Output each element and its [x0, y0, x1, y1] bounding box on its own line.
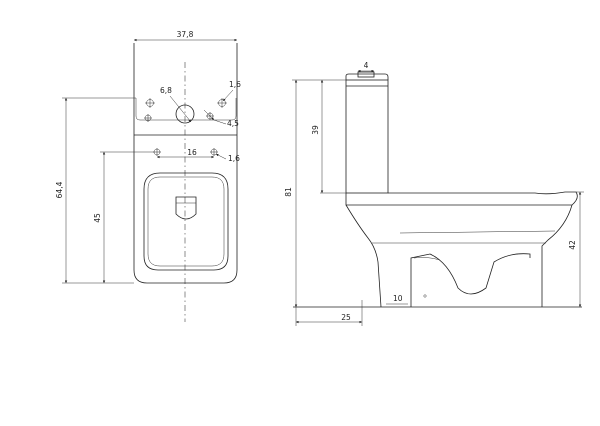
- outlet-dia-leader: [169, 95, 192, 123]
- outlet-center-label: 25: [341, 313, 351, 322]
- fixing-hole: [210, 148, 218, 156]
- fixing-hole: [153, 148, 161, 156]
- fixing-dia-bottom-label: 1,6: [228, 154, 240, 163]
- outlet-distance-label: 45: [93, 213, 102, 223]
- fixing-dia-top-label: 1,6: [229, 80, 241, 89]
- trap-cutout: [410, 253, 531, 307]
- cistern-height-label: 39: [311, 125, 320, 135]
- cistern: [345, 79, 389, 194]
- total-height-label: 81: [284, 187, 293, 197]
- flush-button: [357, 71, 375, 78]
- outlet-hole: [175, 104, 195, 124]
- bowl-inner-line: [399, 230, 556, 234]
- top-view-outline: [133, 43, 238, 284]
- trap-inner: [413, 257, 441, 261]
- fix-spacing-label: 16: [187, 148, 197, 157]
- fixing-hole: [145, 98, 155, 108]
- bowl-inner: [147, 176, 225, 267]
- top-view: 37,8 6,8 1,6 4,5 16 1,6 64,4 45: [55, 30, 241, 322]
- fixing-offset-label: 4,5: [227, 119, 239, 128]
- bowl-outer: [143, 172, 229, 271]
- bowl-front: [541, 204, 573, 307]
- fixing-dia-bottom-leader: [215, 153, 227, 160]
- width-label: 37,8: [177, 30, 194, 39]
- mounting-bracket: [135, 98, 237, 121]
- cistern-lid: [345, 73, 389, 87]
- bowl-rim: [345, 191, 578, 206]
- depth-label: 64,4: [55, 181, 64, 198]
- side-view: 4 81 39 42 25 10: [284, 61, 584, 326]
- fixing-offset-leader-ext: [213, 119, 227, 125]
- base-offset-label: 10: [393, 294, 403, 303]
- bowl-body: [345, 204, 382, 308]
- fixing-dia-top-leader: [222, 89, 234, 102]
- fixing-offset-leader: [203, 109, 215, 121]
- drain-point: [423, 294, 427, 298]
- fixing-hole: [217, 98, 227, 108]
- seat-height-label: 42: [568, 240, 577, 250]
- fixing-hole: [144, 114, 152, 122]
- outlet-dia-label: 6,8: [160, 86, 172, 95]
- drain-opening: [175, 196, 197, 220]
- button-label: 4: [364, 61, 369, 70]
